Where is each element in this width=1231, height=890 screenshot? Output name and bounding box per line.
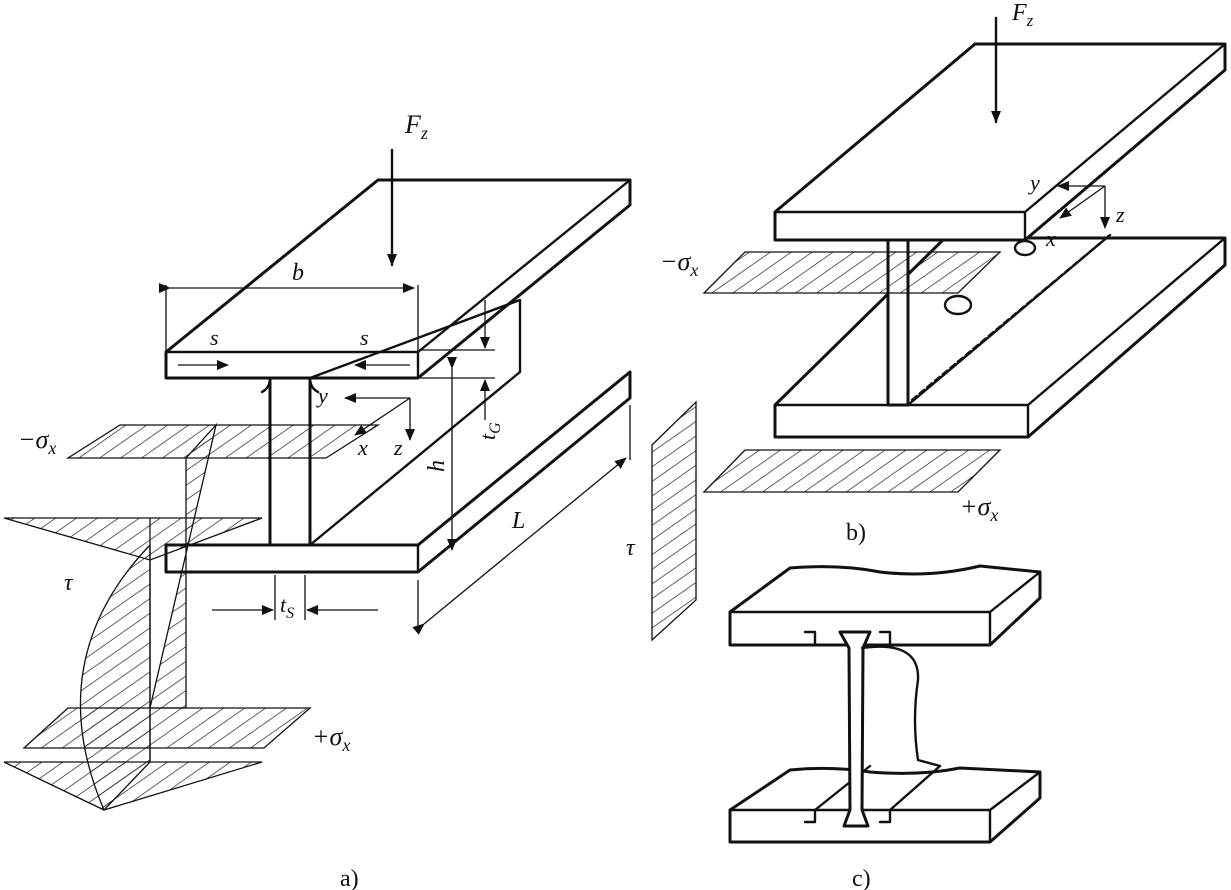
shear-flow-right-label: s (360, 325, 369, 350)
top-plate-c (728, 564, 1042, 647)
figure-c-caption: c) (852, 866, 871, 890)
force-label-b: Fz (1011, 0, 1034, 30)
axis-y-label-b: y (1028, 170, 1040, 195)
shear-stress-label: τ (64, 570, 74, 596)
web-thickness-label: tS (280, 592, 294, 622)
bottom-plate-c (728, 766, 1042, 844)
compression-stress-label: −σx (18, 425, 56, 458)
height-label: h (424, 460, 450, 472)
figure-a: Fz b s s y x z tG h L tS (3, 110, 632, 890)
dimension-b-label: b (292, 260, 304, 286)
web-c (838, 630, 872, 828)
compression-label-b: −σx (660, 247, 698, 280)
figure-a-caption: a) (340, 866, 359, 890)
top-plate (773, 42, 1227, 242)
flange-thickness-label: tG (475, 422, 504, 440)
axis-z-label-b: z (1115, 202, 1125, 227)
access-hole (943, 294, 973, 316)
tension-stress-label: +σx (312, 722, 350, 755)
force-label: Fz (404, 110, 428, 143)
top-flange (164, 178, 632, 380)
side-shear-panel: τ (626, 400, 697, 642)
axis-x-label-b: x (1045, 226, 1056, 251)
length-label: L (511, 508, 525, 534)
axis-z-label: z (393, 435, 403, 460)
shear-flow-left-label: s (210, 325, 219, 350)
axis-y-label: y (316, 383, 328, 408)
length-dimension (412, 457, 627, 635)
weld-seam (910, 233, 1112, 402)
shear-stress-distribution (79, 543, 151, 812)
axis-x-label: x (357, 435, 368, 460)
tension-label-b: +σx (960, 492, 998, 525)
tension-plane-b (702, 449, 1002, 493)
compression-stress-plane (65, 424, 381, 459)
figure-b: Fz y x z −σx +σx b) (660, 0, 1227, 546)
web (268, 376, 312, 547)
side-shear-label: τ (626, 535, 636, 561)
tension-stress-plane (22, 707, 312, 749)
compression-plane-b (702, 251, 1002, 294)
figure-c: c) (728, 564, 1042, 890)
figure-b-caption: b) (846, 520, 866, 546)
